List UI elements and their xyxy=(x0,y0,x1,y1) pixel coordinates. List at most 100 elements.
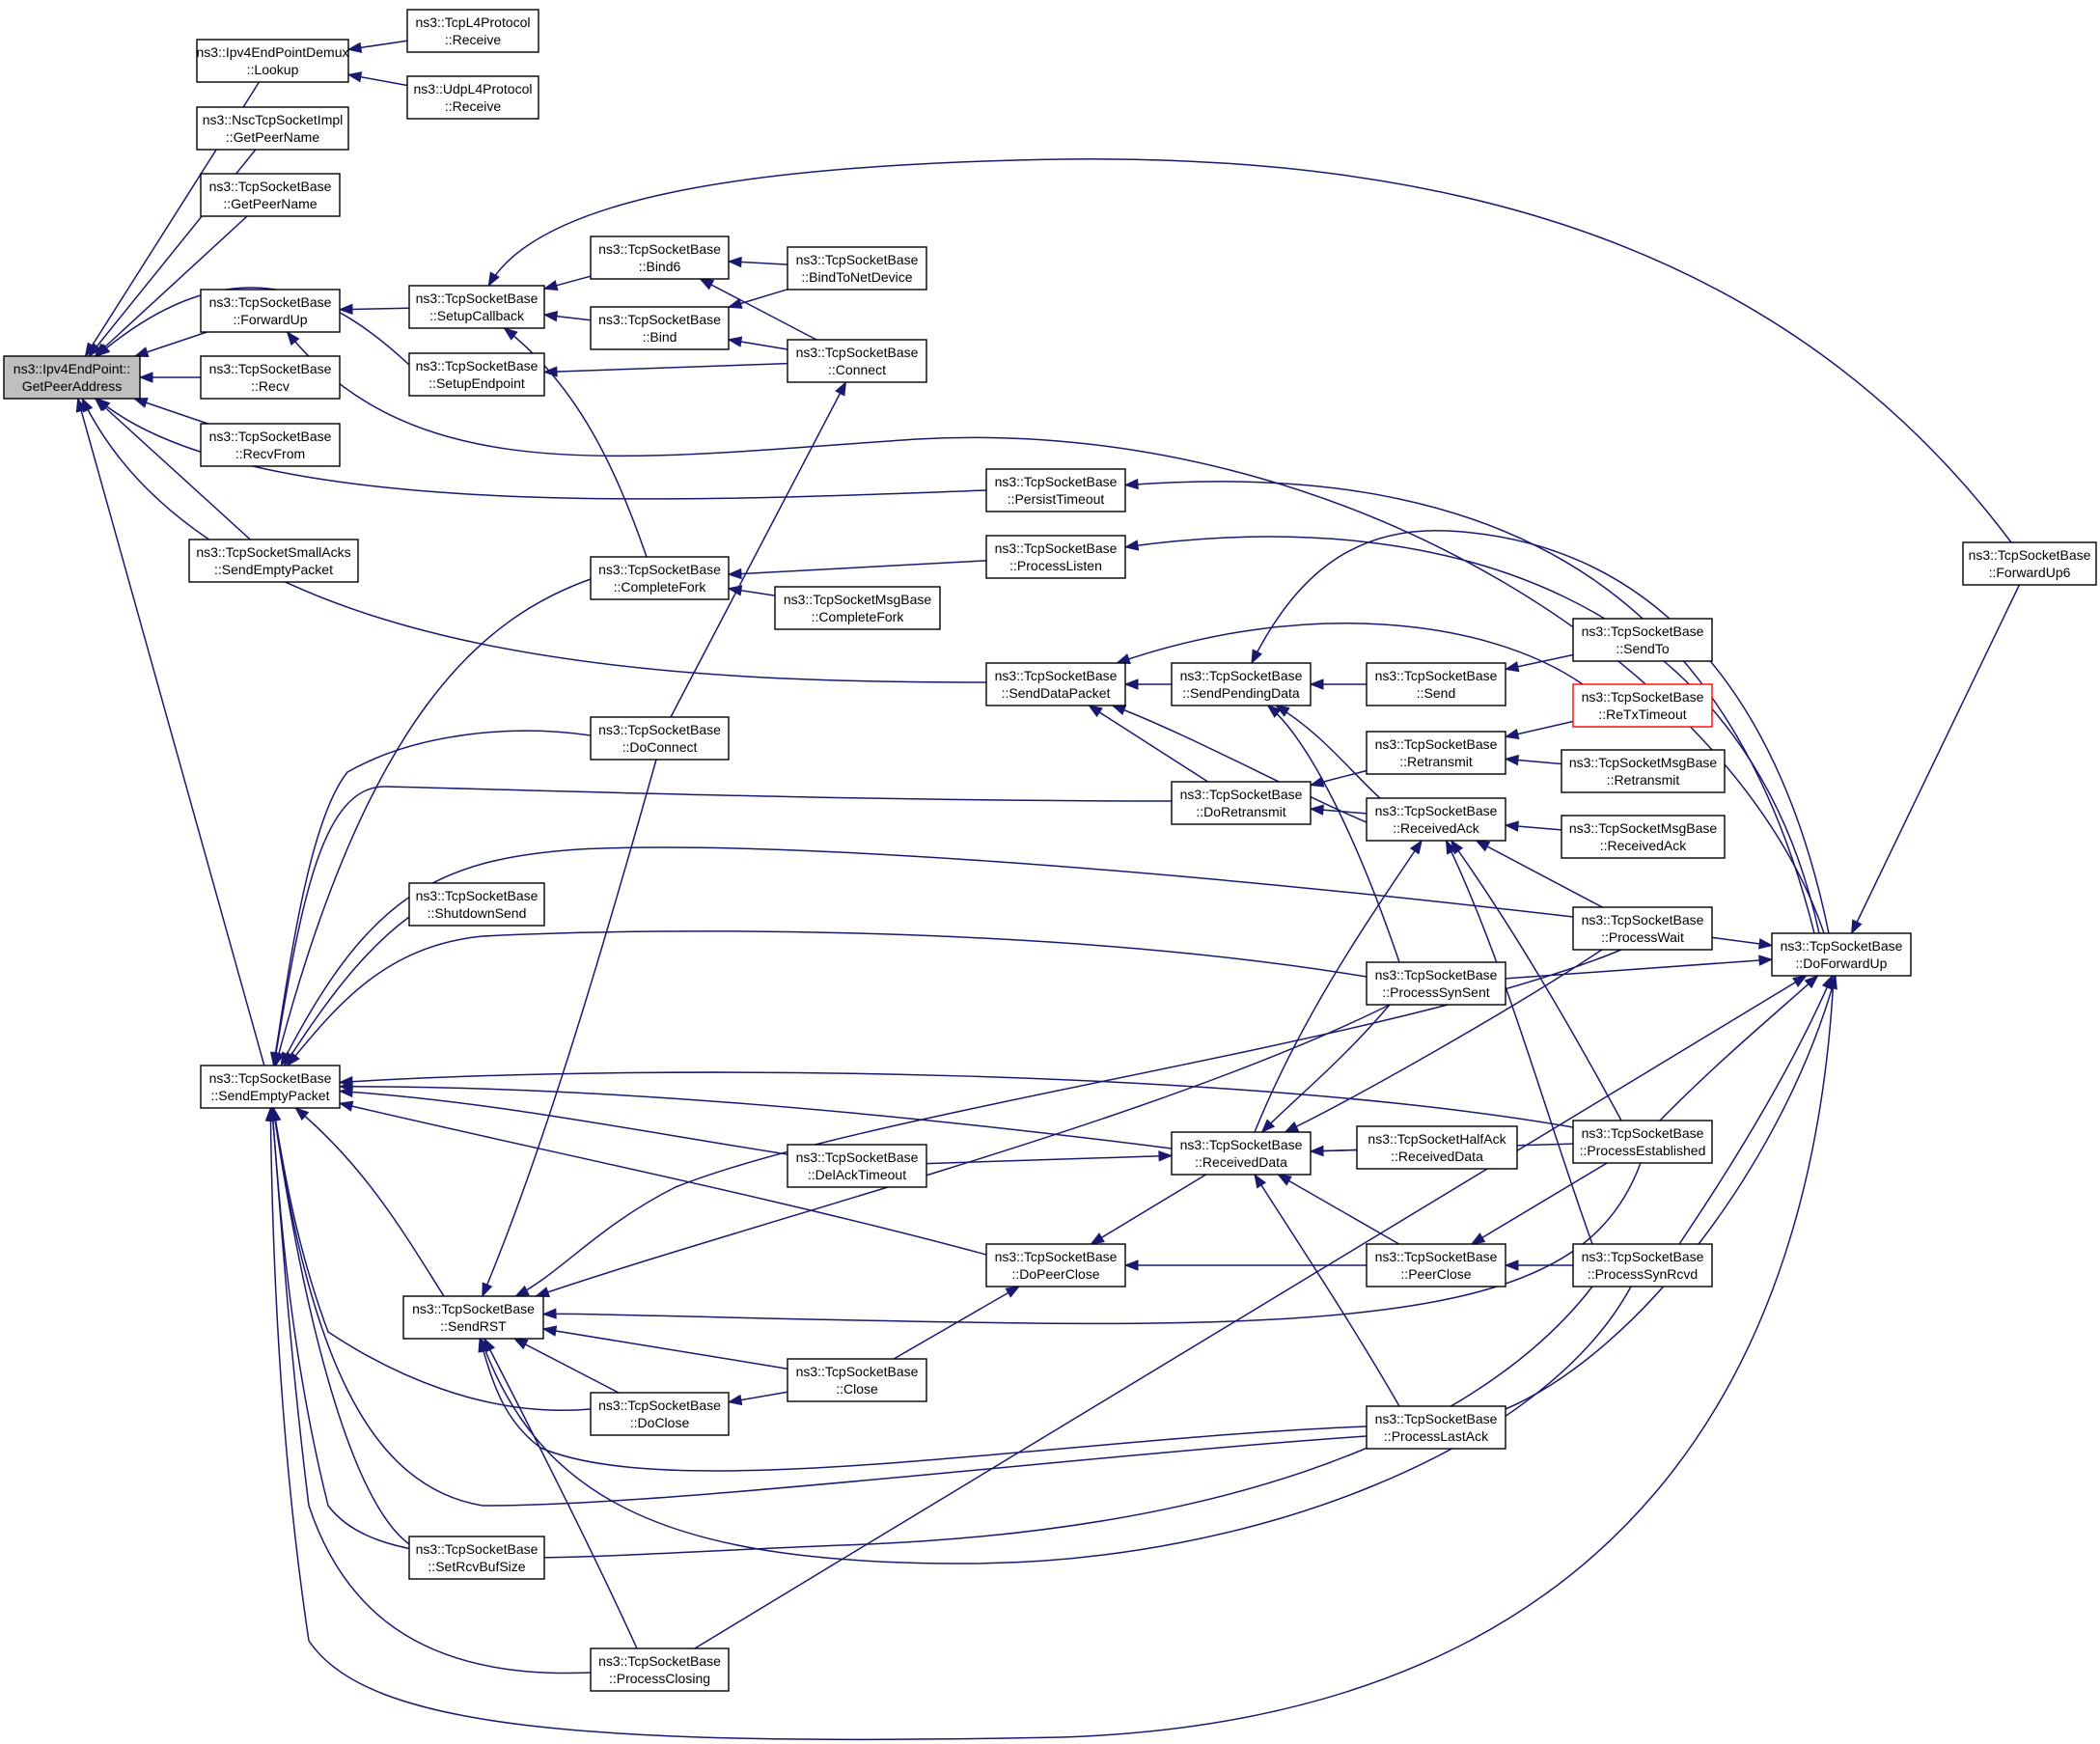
edge-line xyxy=(96,398,987,500)
edge-synrcvd-to-dofwdup xyxy=(1678,974,1834,1245)
node-synrcvd[interactable]: ns3::TcpSocketBase::ProcessSynRcvd xyxy=(1572,1243,1713,1287)
edge-line xyxy=(543,362,788,374)
edge-line xyxy=(294,1107,445,1297)
node-bind6[interactable]: ns3::TcpSocketBase::Bind6 xyxy=(590,235,730,280)
node-connect[interactable]: ns3::TcpSocketBase::Connect xyxy=(787,339,927,383)
edge-retx-to-retransmit xyxy=(1504,720,1574,740)
node-label-line2: ::ForwardUp xyxy=(233,312,307,327)
node-doclose[interactable]: ns3::TcpSocketBase::DoClose xyxy=(590,1392,730,1436)
node-box xyxy=(406,9,539,53)
node-label-line1: ns3::TcpSocketBase xyxy=(796,252,919,267)
arrowhead xyxy=(1254,1173,1267,1189)
node-peerclose[interactable]: ns3::TcpSocketBase::PeerClose xyxy=(1366,1243,1506,1287)
node-tcpl4recv[interactable]: ns3::TcpL4Protocol::Receive xyxy=(406,9,539,53)
node-smallacks[interactable]: ns3::TcpSocketSmallAcks::SendEmptyPacket xyxy=(188,539,359,583)
node-getpeer[interactable]: ns3::TcpSocketBase::GetPeerName xyxy=(200,173,341,217)
node-label-line2: ::DoPeerClose xyxy=(1011,1266,1099,1282)
node-msgrecvack[interactable]: ns3::TcpSocketMsgBase::ReceivedAck xyxy=(1561,815,1726,859)
node-doretransmit[interactable]: ns3::TcpSocketBase::DoRetransmit xyxy=(1171,781,1312,825)
node-box xyxy=(985,468,1126,512)
node-bindtonet[interactable]: ns3::TcpSocketBase::BindToNetDevice xyxy=(787,246,927,291)
edge-line xyxy=(272,1107,592,1411)
node-label-line1: ns3::TcpSocketBase xyxy=(995,540,1118,556)
arrowhead xyxy=(94,398,109,412)
node-close[interactable]: ns3::TcpSocketBase::Close xyxy=(787,1358,927,1402)
node-box xyxy=(1356,1125,1518,1170)
edge-forwardup-to-root xyxy=(133,331,207,358)
node-recvdata[interactable]: ns3::TcpSocketBase::ReceivedData xyxy=(1171,1131,1312,1176)
node-dofwdup[interactable]: ns3::TcpSocketBase::DoForwardUp xyxy=(1771,932,1912,977)
node-bind[interactable]: ns3::TcpSocketBase::Bind xyxy=(590,306,730,350)
node-sendto[interactable]: ns3::TcpSocketBase::SendTo xyxy=(1572,618,1713,662)
node-msgretransmit[interactable]: ns3::TcpSocketMsgBase::Retransmit xyxy=(1561,749,1726,793)
edge-synsent-to-recvdata xyxy=(1260,1004,1391,1133)
node-shutdown[interactable]: ns3::TcpSocketBase::ShutdownSend xyxy=(408,882,545,927)
node-label-line2: ::Send xyxy=(1417,685,1455,701)
node-label-line2: ::ReceivedAck xyxy=(1393,820,1479,836)
edge-setrcvbuf-to-sendempty xyxy=(269,1106,410,1545)
node-dopeerclose[interactable]: ns3::TcpSocketBase::DoPeerClose xyxy=(985,1243,1126,1287)
node-delack[interactable]: ns3::TcpSocketBase::DelAckTimeout xyxy=(787,1144,927,1188)
node-box xyxy=(196,106,349,151)
node-label-line2: ::SendEmptyPacket xyxy=(214,562,333,577)
arrowhead xyxy=(338,1075,353,1088)
edge-line xyxy=(287,930,1368,1066)
node-label-line1: ns3::TcpSocketBase xyxy=(1180,668,1303,683)
node-sendpending[interactable]: ns3::TcpSocketBase::SendPendingData xyxy=(1171,662,1312,706)
arrowhead xyxy=(1475,840,1491,852)
edge-line xyxy=(339,1086,1173,1149)
node-synsent[interactable]: ns3::TcpSocketBase::ProcessSynSent xyxy=(1366,961,1506,1006)
node-persist[interactable]: ns3::TcpSocketBase::PersistTimeout xyxy=(985,468,1126,512)
arrowhead xyxy=(1504,754,1519,766)
node-retransmit[interactable]: ns3::TcpSocketBase::Retransmit xyxy=(1366,731,1506,775)
node-label-line2: ::SendPendingData xyxy=(1182,685,1300,701)
node-retx[interactable]: ns3::TcpSocketBase::ReTxTimeout xyxy=(1572,683,1713,728)
arrowhead xyxy=(1309,678,1324,690)
node-label-line2: ::SendRST xyxy=(440,1318,507,1334)
edge-close-to-doclose xyxy=(727,1391,788,1406)
edge-doconnect-to-connect xyxy=(670,380,847,718)
arrowhead xyxy=(727,585,743,596)
node-established[interactable]: ns3::TcpSocketBase::ProcessEstablished xyxy=(1572,1120,1713,1164)
node-label-line1: ns3::TcpSocketMsgBase xyxy=(784,592,932,607)
edges-layer xyxy=(75,40,2021,1741)
node-doconnect[interactable]: ns3::TcpSocketBase::DoConnect xyxy=(590,716,730,761)
node-setrcvbuf[interactable]: ns3::TcpSocketBase::SetRcvBufSize xyxy=(408,1536,545,1580)
node-proclisten[interactable]: ns3::TcpSocketBase::ProcessListen xyxy=(985,535,1126,579)
edge-line xyxy=(1112,705,1368,823)
node-halfack[interactable]: ns3::TcpSocketHalfAck::ReceivedData xyxy=(1356,1125,1518,1170)
node-send[interactable]: ns3::TcpSocketBase::Send xyxy=(1366,662,1506,706)
node-recv[interactable]: ns3::TcpSocketBase::Recv xyxy=(200,355,341,400)
node-fwdup6[interactable]: ns3::TcpSocketBase::ForwardUp6 xyxy=(1962,541,2097,586)
arrowhead xyxy=(1445,839,1457,855)
node-setupcb[interactable]: ns3::TcpSocketBase::SetupCallback xyxy=(408,285,545,329)
edge-established-to-dofwdup xyxy=(1659,975,1819,1121)
node-senddata[interactable]: ns3::TcpSocketBase::SendDataPacket xyxy=(985,662,1126,706)
edge-dopeerclose-to-sendempty xyxy=(338,1100,987,1256)
node-label-line2: ::ProcessEstablished xyxy=(1580,1143,1706,1158)
edge-line xyxy=(728,560,987,575)
node-setupep[interactable]: ns3::TcpSocketBase::SetupEndpoint xyxy=(408,352,545,397)
node-procwait[interactable]: ns3::TcpSocketBase::ProcessWait xyxy=(1572,906,1713,951)
node-procclosing[interactable]: ns3::TcpSocketBase::ProcessClosing xyxy=(590,1647,730,1692)
node-recvfrom[interactable]: ns3::TcpSocketBase::RecvFrom xyxy=(200,423,341,467)
node-sendrst[interactable]: ns3::TcpSocketBase::SendRST xyxy=(402,1295,544,1340)
edge-line xyxy=(272,1107,410,1545)
arrowhead xyxy=(1277,1174,1292,1186)
node-box xyxy=(200,289,341,333)
node-lastack[interactable]: ns3::TcpSocketBase::ProcessLastAck xyxy=(1366,1405,1506,1450)
node-label-line1: ns3::TcpSocketBase xyxy=(1582,1125,1704,1141)
node-label-line1: ns3::TcpSocketBase xyxy=(1180,1137,1303,1152)
node-label-line1: ns3::TcpSocketBase xyxy=(598,241,721,257)
node-nscgetpeer[interactable]: ns3::NscTcpSocketImpl::GetPeerName xyxy=(196,106,349,151)
node-recvack[interactable]: ns3::TcpSocketBase::ReceivedAck xyxy=(1366,797,1506,842)
node-udpl4recv[interactable]: ns3::UdpL4Protocol::Receive xyxy=(406,75,539,120)
edge-line xyxy=(1659,975,1819,1121)
node-forwardup[interactable]: ns3::TcpSocketBase::ForwardUp xyxy=(200,289,341,333)
node-lookup[interactable]: ns3::Ipv4EndPointDemux::Lookup xyxy=(196,39,349,83)
node-completefork[interactable]: ns3::TcpSocketBase::CompleteFork xyxy=(590,556,730,600)
node-root[interactable]: ns3::Ipv4EndPoint::GetPeerAddress xyxy=(3,355,141,400)
arrowhead xyxy=(88,342,102,358)
node-msgcompletefork[interactable]: ns3::TcpSocketMsgBase::CompleteFork xyxy=(774,586,941,630)
node-sendempty[interactable]: ns3::TcpSocketBase::SendEmptyPacket xyxy=(200,1065,341,1109)
